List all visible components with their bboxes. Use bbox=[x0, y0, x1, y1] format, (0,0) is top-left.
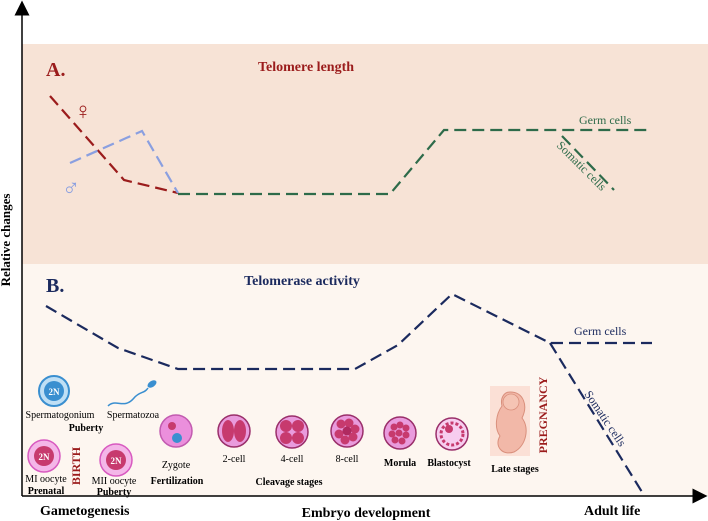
x-label-gametogenesis: Gametogenesis bbox=[40, 504, 130, 519]
svg-text:2N: 2N bbox=[111, 456, 123, 466]
svg-text:2N: 2N bbox=[39, 452, 51, 462]
eight-cell-label: 8-cell bbox=[336, 454, 359, 465]
blastocyst-label: Blastocyst bbox=[427, 458, 471, 469]
telomerase-main-curve bbox=[45, 292, 652, 371]
blastocyst-icon bbox=[435, 417, 469, 451]
birth-label: BIRTH bbox=[69, 446, 83, 485]
fertilization-label: Fertilization bbox=[151, 476, 204, 487]
two-cell-embryo-icon bbox=[217, 414, 251, 448]
panel-a-letter: A. bbox=[46, 59, 65, 81]
morula-icon bbox=[383, 416, 417, 450]
panel-b-letter: B. bbox=[46, 275, 64, 297]
somatic-telomerase-curve bbox=[549, 342, 643, 493]
pregnancy-label: PREGNANCY bbox=[536, 376, 550, 453]
mii-oocyte-icon: 2N bbox=[99, 443, 133, 477]
male-symbol-icon: ♂ bbox=[62, 176, 80, 202]
panel-a-germ-cells-label: Germ cells bbox=[579, 113, 632, 127]
spermatozoa-icon bbox=[107, 380, 157, 407]
eight-cell-embryo-icon bbox=[330, 414, 364, 448]
late-stages-label: Late stages bbox=[491, 464, 539, 475]
zygote-label: Zygote bbox=[162, 460, 191, 471]
svg-text:2N: 2N bbox=[49, 387, 61, 397]
panel-b-title: Telomerase activity bbox=[244, 274, 360, 289]
panel-a-background bbox=[22, 44, 708, 264]
panel-b-germ-cells-label: Germ cells bbox=[574, 324, 627, 338]
fetus-icon bbox=[490, 386, 530, 456]
cleavage-stages-label: Cleavage stages bbox=[256, 477, 323, 488]
panel-b-background bbox=[22, 264, 708, 496]
female-symbol-icon: ♀ bbox=[74, 99, 92, 125]
mi-oocyte-icon: 2N bbox=[27, 439, 61, 473]
spermatogonium-label: Spermatogonium bbox=[26, 410, 95, 421]
four-cell-embryo-icon bbox=[275, 415, 309, 449]
male-telomere-curve bbox=[69, 129, 179, 194]
female-telomere-curve bbox=[49, 95, 179, 195]
somatic-telomere-curve bbox=[561, 135, 615, 191]
telomere-main-curve bbox=[178, 128, 648, 196]
mi-oocyte-label: MI oocyte bbox=[25, 474, 67, 485]
prenatal-label: Prenatal bbox=[28, 486, 65, 497]
x-label-embryo-development: Embryo development bbox=[302, 506, 431, 521]
panel-a-title: Telomere length bbox=[258, 60, 354, 75]
y-axis-label: Relative changes bbox=[0, 194, 13, 287]
spermatogonium-icon: 2N bbox=[38, 375, 70, 407]
zygote-icon bbox=[159, 414, 193, 448]
four-cell-label: 4-cell bbox=[281, 454, 304, 465]
puberty-label-oocyte: Puberty bbox=[97, 487, 131, 498]
morula-label: Morula bbox=[384, 458, 416, 469]
two-cell-label: 2-cell bbox=[223, 454, 246, 465]
mii-oocyte-label: MII oocyte bbox=[92, 476, 137, 487]
puberty-label-sperm: Puberty bbox=[69, 423, 103, 434]
spermatozoa-label: Spermatozoa bbox=[107, 410, 160, 421]
x-label-adult-life: Adult life bbox=[584, 504, 640, 519]
